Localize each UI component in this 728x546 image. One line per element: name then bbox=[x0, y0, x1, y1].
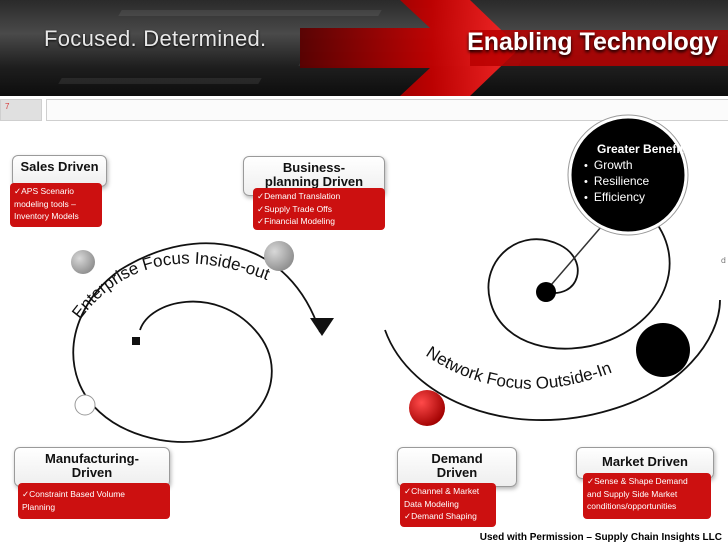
sales-driven-title: Sales Driven bbox=[20, 159, 98, 174]
manufacturing-details: ✓Constraint Based Volume Planning bbox=[18, 483, 170, 519]
benefit-title: Greater Benefit bbox=[597, 142, 684, 156]
business-planning-details: ✓Demand Translation ✓Supply Trade Offs ✓… bbox=[253, 188, 385, 230]
left-spiral-label: Enterprise Focus Inside-out bbox=[68, 249, 272, 323]
business-item: ✓Supply Trade Offs bbox=[257, 203, 381, 216]
svg-text:Network Focus Outside-In: Network Focus Outside-In bbox=[423, 343, 614, 393]
right-spiral bbox=[488, 215, 669, 349]
market-node bbox=[636, 323, 690, 377]
business-title-line2: planning Driven bbox=[244, 175, 384, 189]
manufacturing-title-line2: Driven bbox=[15, 466, 169, 480]
business-item: ✓Demand Translation bbox=[257, 190, 381, 203]
manufacturing-item: ✓Constraint Based Volume bbox=[22, 488, 166, 501]
demand-node bbox=[409, 390, 445, 426]
market-driven-title: Market Driven bbox=[602, 454, 688, 469]
market-item: conditions/opportunities bbox=[587, 500, 707, 513]
manufacturing-driven-box: Manufacturing- Driven bbox=[14, 447, 170, 487]
sales-driven-details: ✓APS Scenario modeling tools – Inventory… bbox=[10, 183, 102, 227]
demand-item: ✓Demand Shaping bbox=[404, 510, 492, 523]
footer-credit: Used with Permission – Supply Chain Insi… bbox=[480, 532, 722, 543]
market-item: and Supply Side Market bbox=[587, 488, 707, 501]
demand-title-line2: Driven bbox=[398, 466, 516, 480]
sales-item: ✓APS Scenario bbox=[14, 185, 98, 198]
benefit-item: Efficiency bbox=[584, 190, 649, 206]
spiral-center-square bbox=[132, 337, 140, 345]
demand-driven-details: ✓Channel & Market Data Modeling ✓Demand … bbox=[400, 483, 496, 527]
manufacturing-item: Planning bbox=[22, 501, 166, 514]
stray-character: d bbox=[721, 256, 726, 265]
manufacturing-node bbox=[75, 395, 95, 415]
spiral-arrowhead bbox=[310, 318, 334, 336]
market-item: ✓Sense & Shape Demand bbox=[587, 475, 707, 488]
business-title-line1: Business- bbox=[244, 161, 384, 175]
demand-title-line1: Demand bbox=[398, 452, 516, 466]
benefit-list: Growth Resilience Efficiency bbox=[584, 158, 649, 206]
demand-item: ✓Channel & Market bbox=[404, 485, 492, 498]
demand-item: Data Modeling bbox=[404, 498, 492, 511]
business-node bbox=[264, 241, 294, 271]
center-dot bbox=[536, 282, 556, 302]
benefit-item: Resilience bbox=[584, 174, 649, 190]
right-spiral-label: Network Focus Outside-In bbox=[423, 343, 614, 393]
sales-item: Inventory Models bbox=[14, 210, 98, 223]
demand-driven-box: Demand Driven bbox=[397, 447, 517, 487]
sales-item: modeling tools – bbox=[14, 198, 98, 211]
benefit-item: Growth bbox=[584, 158, 649, 174]
svg-text:Enterprise Focus Inside-out: Enterprise Focus Inside-out bbox=[68, 249, 272, 323]
market-driven-details: ✓Sense & Shape Demand and Supply Side Ma… bbox=[583, 473, 711, 519]
business-item: ✓Financial Modeling bbox=[257, 215, 381, 228]
sales-node bbox=[71, 250, 95, 274]
manufacturing-title-line1: Manufacturing- bbox=[15, 452, 169, 466]
